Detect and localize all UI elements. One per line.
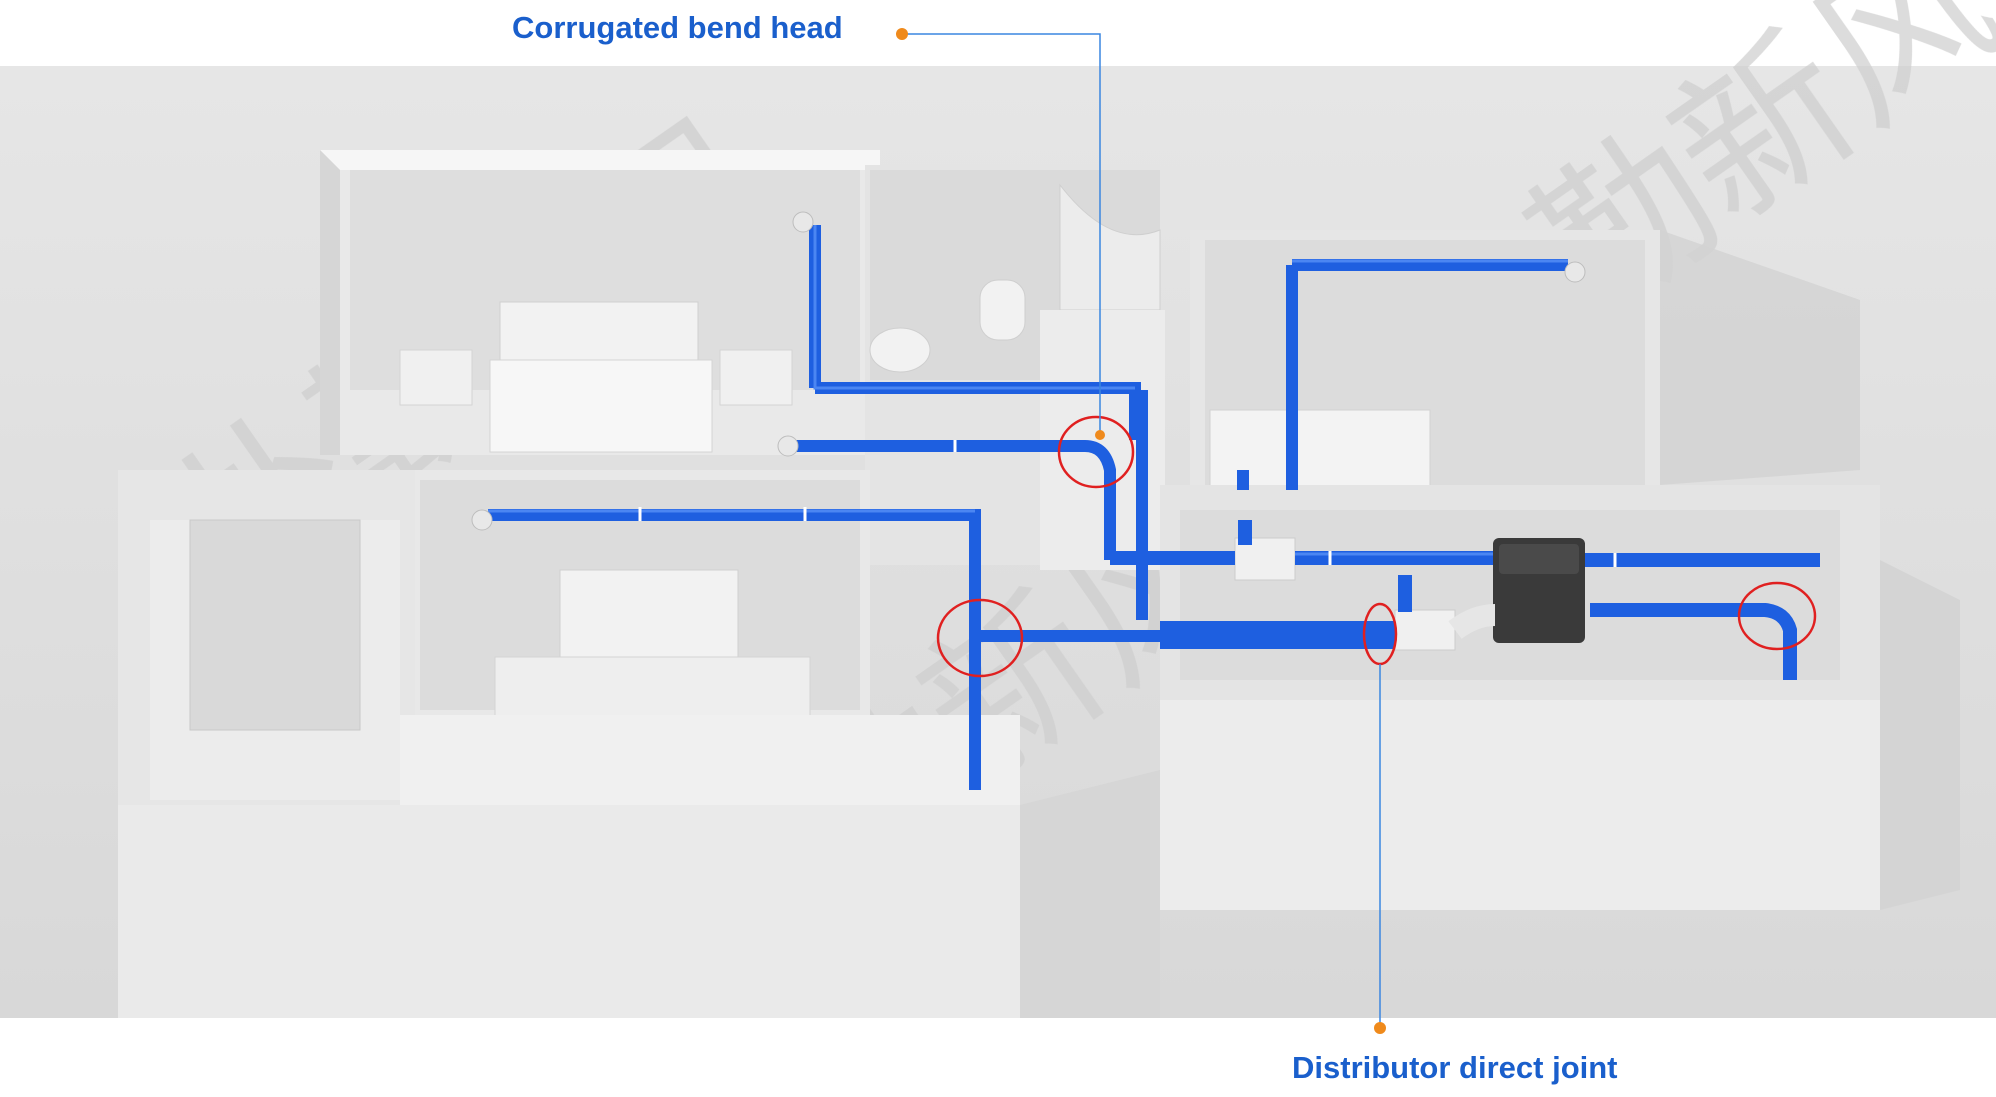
leader-line-top — [902, 33, 1101, 435]
highlight-circle-living-joint — [936, 598, 1024, 678]
highlight-circles — [936, 415, 1817, 678]
bed — [489, 359, 713, 453]
duct-elbow-right — [1564, 261, 1586, 283]
unit-connector-duct — [1448, 604, 1496, 639]
ventilation-unit-top — [1499, 544, 1579, 574]
wardrobe — [189, 519, 361, 731]
duct-highlight-1 — [813, 225, 1135, 390]
callout-label-distributor-direct-joint: Distributor direct joint — [1292, 1050, 1618, 1085]
duct-living-horizontal — [488, 509, 981, 790]
slab-front-shadow — [1020, 770, 1160, 1018]
tv-cabinet — [494, 656, 811, 718]
utility-room-shadow — [1880, 560, 1960, 910]
duct-bend-run — [790, 440, 1116, 560]
bathroom-sink — [869, 327, 931, 373]
bedside-table-left — [399, 349, 473, 406]
slab-front-left — [118, 805, 1020, 1018]
bedroom-wall-left — [320, 150, 340, 455]
shower-curtain — [1059, 183, 1161, 311]
leader-dot-top-start — [896, 28, 908, 40]
bed-headboard — [499, 301, 699, 368]
tv-panel — [559, 569, 739, 671]
duct-network — [471, 211, 1820, 790]
duct-elbow-living — [471, 509, 493, 531]
highlight-circle-right-bend — [1737, 581, 1817, 651]
utility-room-front — [1160, 700, 1880, 910]
distributor-box-right — [1394, 609, 1456, 651]
bedroom-wall-top — [320, 150, 880, 170]
duct-trunk-right-bottom — [1590, 603, 1797, 680]
duct-elbow-bedroom — [792, 211, 814, 233]
callout-dots — [896, 28, 1386, 1034]
highlight-circle-bend-head — [1057, 415, 1135, 489]
leader-dot-bottom-end — [1374, 1022, 1386, 1034]
callout-label-corrugated-bend-head: Corrugated bend head — [512, 10, 843, 45]
callout-leaders — [902, 33, 1381, 1028]
living-room-floor — [400, 715, 1020, 815]
duct-elbow-bathroom — [777, 435, 799, 457]
right-bedroom-shadow — [1660, 230, 1860, 485]
leader-dot-top-end — [1095, 430, 1105, 440]
bathroom-toilet — [979, 279, 1026, 341]
bedside-table-right — [719, 349, 793, 406]
